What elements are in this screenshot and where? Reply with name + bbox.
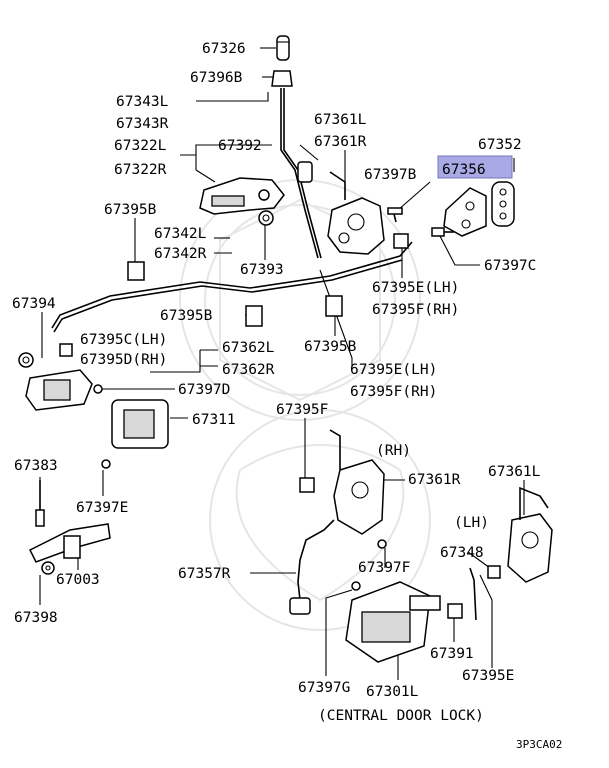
- part-67395B-clip-right[interactable]: [325, 295, 343, 317]
- part-67395B-clip-upper[interactable]: [127, 261, 145, 281]
- part-67361-door-lock-upper[interactable]: [327, 171, 385, 255]
- label-67397F[interactable]: 67397F: [358, 560, 410, 576]
- part-67396B-knob-bezel[interactable]: [271, 70, 293, 87]
- label-67391[interactable]: 67391: [430, 646, 474, 662]
- label-rh-note: (RH): [376, 443, 411, 459]
- label-67397D[interactable]: 67397D: [178, 382, 230, 398]
- part-67311-inside-handle-lower[interactable]: [111, 399, 169, 449]
- label-67343L[interactable]: 67343L: [116, 94, 169, 110]
- part-67003-door-check[interactable]: [28, 523, 111, 563]
- label-67348[interactable]: 67348: [440, 545, 484, 561]
- label-67395F-RH-2[interactable]: 67395F(RH): [350, 384, 437, 400]
- label-67397E[interactable]: 67397E: [76, 500, 128, 516]
- label-67394[interactable]: 67394: [12, 296, 56, 312]
- part-67361R-door-lock-mid[interactable]: [329, 429, 385, 535]
- label-diagram-code: 3P3CA02: [516, 738, 562, 751]
- part-67301L-central-lock-actuator[interactable]: [345, 581, 441, 663]
- label-67342R[interactable]: 67342R: [154, 246, 207, 262]
- label-67397G[interactable]: 67397G: [298, 680, 350, 696]
- label-67397B[interactable]: 67397B: [364, 167, 417, 183]
- part-67395B-clip-mid[interactable]: [245, 305, 263, 327]
- part-67394-grommet[interactable]: [18, 352, 34, 368]
- label-67395E-LH-1[interactable]: 67395E(LH): [372, 280, 459, 296]
- part-67383-pin[interactable]: [35, 480, 45, 527]
- label-67393[interactable]: 67393: [240, 262, 284, 278]
- label-67362L[interactable]: 67362L: [222, 340, 275, 356]
- label-67395E[interactable]: 67395E: [462, 668, 514, 684]
- part-67395E-clip-upper[interactable]: [393, 233, 409, 249]
- part-67322-inside-handle[interactable]: [199, 177, 285, 215]
- label-67362R[interactable]: 67362R: [222, 362, 275, 378]
- label-central-door-lock: (CENTRAL DOOR LOCK): [318, 708, 484, 724]
- label-67311[interactable]: 67311: [192, 412, 236, 428]
- part-67348-rod[interactable]: [469, 567, 477, 621]
- label-67322L[interactable]: 67322L: [114, 138, 167, 154]
- part-67395F-clip-mid[interactable]: [299, 477, 315, 493]
- part-67397D-screw[interactable]: [93, 384, 103, 394]
- label-67326[interactable]: 67326: [202, 41, 246, 57]
- label-67398[interactable]: 67398: [14, 610, 58, 626]
- label-67361R-top[interactable]: 67361R: [314, 134, 367, 150]
- label-67361L-mid[interactable]: 67361L: [488, 464, 541, 480]
- part-67397B-screw[interactable]: [387, 207, 403, 223]
- part-67361L-door-lock-lh[interactable]: [507, 486, 553, 583]
- label-67343R[interactable]: 67343R: [116, 116, 169, 132]
- part-67326-lock-knob[interactable]: [276, 35, 290, 61]
- label-67361R-mid[interactable]: 67361R: [408, 472, 461, 488]
- label-67395F-RH-1[interactable]: 67395F(RH): [372, 302, 459, 318]
- highlight-67356: [437, 155, 513, 179]
- part-67356-striker-shim[interactable]: [443, 187, 487, 237]
- label-lh-note: (LH): [454, 515, 489, 531]
- part-67393-clip[interactable]: [258, 210, 274, 226]
- label-67301L[interactable]: 67301L: [366, 684, 419, 700]
- part-67362-handle-bracket[interactable]: [25, 369, 93, 411]
- label-67357R[interactable]: 67357R: [178, 566, 231, 582]
- label-67003[interactable]: 67003: [56, 572, 100, 588]
- label-67352[interactable]: 67352: [478, 137, 522, 153]
- label-67383[interactable]: 67383: [14, 458, 58, 474]
- part-67395E-clip-lower[interactable]: [487, 565, 501, 579]
- part-67397F-screw[interactable]: [377, 539, 387, 549]
- label-67395C-LH[interactable]: 67395C(LH): [80, 332, 167, 348]
- part-67342-remote-rod[interactable]: [51, 241, 413, 333]
- label-67396B[interactable]: 67396B: [190, 70, 243, 86]
- label-67395B-2[interactable]: 67395B: [160, 308, 213, 324]
- label-67395F[interactable]: 67395F: [276, 402, 328, 418]
- part-67398-bolt[interactable]: [41, 561, 55, 575]
- label-67356[interactable]: 67356: [442, 162, 486, 178]
- label-67322R[interactable]: 67322R: [114, 162, 167, 178]
- label-67397C[interactable]: 67397C: [484, 258, 536, 274]
- part-67395C-clip[interactable]: [59, 343, 73, 357]
- part-67397E-screw[interactable]: [101, 459, 111, 469]
- label-67395B-1[interactable]: 67395B: [104, 202, 157, 218]
- label-67342L[interactable]: 67342L: [154, 226, 207, 242]
- part-67397G-screw[interactable]: [351, 581, 361, 591]
- part-67392-guide[interactable]: [297, 161, 313, 183]
- label-67395D-RH[interactable]: 67395D(RH): [80, 352, 167, 368]
- part-67397C-screw[interactable]: [431, 227, 454, 237]
- part-67391-clip[interactable]: [447, 603, 463, 619]
- label-67361L-top[interactable]: 67361L: [314, 112, 367, 128]
- label-67395B-3[interactable]: 67395B: [304, 339, 357, 355]
- label-67392[interactable]: 67392: [218, 138, 262, 154]
- label-67395E-LH-2[interactable]: 67395E(LH): [350, 362, 437, 378]
- part-labels: 67326 67396B 67343L 67343R 67322L 67322R…: [12, 41, 562, 751]
- part-67352-striker[interactable]: [491, 181, 515, 227]
- part-67357R-wiring-harness[interactable]: [289, 519, 335, 615]
